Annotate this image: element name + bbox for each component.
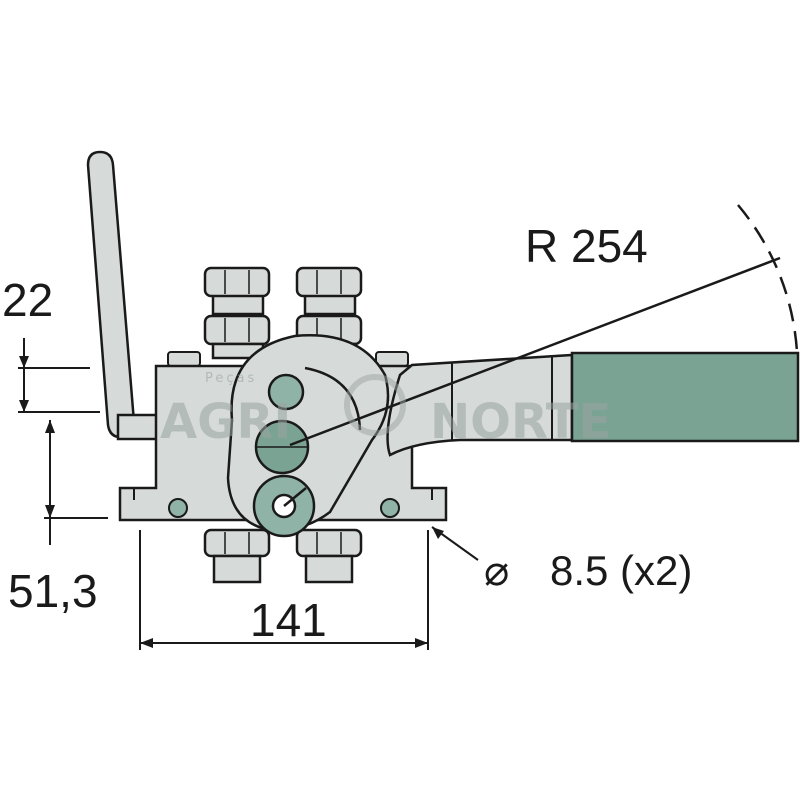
detent-top — [267, 373, 305, 411]
hole-callout-leader — [431, 526, 479, 561]
hole-symbol: ⌀ — [484, 547, 509, 594]
bottom-fitting-right — [295, 528, 363, 584]
top-bolt-left — [167, 351, 201, 367]
mount-hole-right — [380, 498, 400, 518]
top-fitting-left — [203, 266, 271, 360]
vertical-lever — [86, 150, 136, 439]
dimension-141 — [139, 530, 429, 650]
dim-label-22: 22 — [2, 274, 53, 326]
top-bolt-right — [375, 351, 409, 367]
bottom-fitting-left — [203, 528, 271, 584]
lever-foot — [116, 413, 160, 441]
dimension-51-3 — [44, 420, 108, 545]
dim-label-hole: 8.5 (x2) — [550, 547, 692, 594]
watermark-left: AGRI — [160, 394, 291, 450]
dim-label-141: 141 — [250, 594, 327, 646]
radius-leader — [289, 256, 781, 447]
watermark-small: Peças — [205, 371, 257, 386]
handle-grip — [570, 351, 800, 443]
radius-arc — [737, 204, 799, 353]
mount-hole-left — [168, 498, 188, 518]
handle-arm — [386, 353, 574, 457]
watermark: AGRI NORTE Peças — [160, 371, 611, 450]
cam-slot — [304, 366, 362, 431]
watermark-right: NORTE — [430, 394, 611, 450]
dimension-22 — [18, 338, 100, 413]
dim-label-radius: R 254 — [525, 220, 648, 272]
dim-label-51-3: 51,3 — [8, 565, 98, 617]
